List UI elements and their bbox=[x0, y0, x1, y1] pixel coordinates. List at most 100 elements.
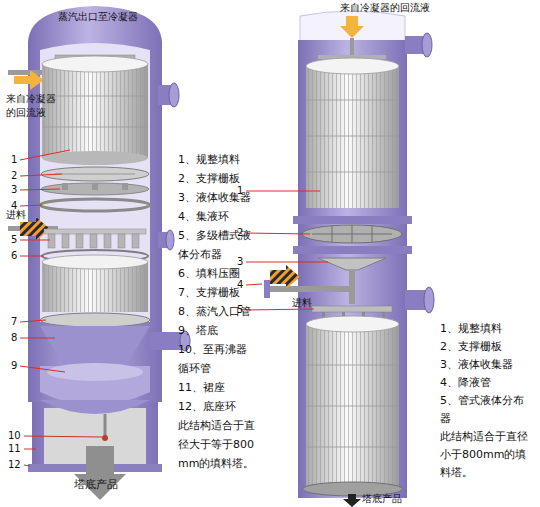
right-column bbox=[306, 406, 399, 407]
leader-line bbox=[246, 233, 310, 234]
left-column bbox=[104, 414, 107, 436]
left-column bbox=[42, 96, 148, 97]
left-column bbox=[122, 183, 128, 190]
leader-line bbox=[246, 262, 328, 263]
callout-number: 2 bbox=[11, 169, 17, 182]
legend-item: 3、液体收集器 bbox=[440, 356, 526, 374]
callout-number: 5 bbox=[11, 233, 17, 246]
left-column bbox=[42, 127, 148, 128]
left-column bbox=[55, 174, 135, 175]
inlet-label: 进料 bbox=[292, 296, 312, 309]
left-column bbox=[42, 262, 148, 312]
leader-line bbox=[20, 256, 44, 257]
right-column bbox=[422, 33, 432, 57]
right-column bbox=[306, 58, 399, 74]
left-column bbox=[74, 446, 126, 500]
right-column bbox=[306, 66, 399, 208]
left-column bbox=[40, 43, 150, 322]
left-column bbox=[40, 326, 150, 366]
left-column bbox=[40, 400, 150, 414]
leader-line bbox=[246, 191, 328, 310]
legend-item: 4、降液管 bbox=[440, 374, 526, 392]
inlet-label: 来自冷凝器的回流液 bbox=[340, 1, 430, 14]
callout-number: 9 bbox=[11, 359, 17, 372]
legend-item: 11、裙座 bbox=[178, 378, 254, 397]
left-column bbox=[28, 6, 162, 402]
left-column bbox=[90, 234, 97, 248]
callout-number: 1 bbox=[11, 153, 17, 166]
leader-line bbox=[246, 309, 314, 310]
callout-number: 11 bbox=[8, 442, 21, 455]
leader-line bbox=[20, 366, 65, 372]
leader-line bbox=[24, 465, 30, 466]
right-column bbox=[306, 66, 399, 208]
leader-line bbox=[20, 150, 70, 160]
note-text: 此结构适合于直径大于等于800mm的填料塔。 bbox=[178, 416, 260, 473]
right-column bbox=[306, 324, 399, 488]
right-column bbox=[293, 246, 412, 254]
callout-number: 4 bbox=[237, 278, 243, 291]
leader-line bbox=[20, 240, 50, 241]
callout-number: 1 bbox=[237, 184, 243, 197]
leader-line bbox=[20, 205, 42, 206]
leader-line bbox=[20, 174, 62, 176]
right-column bbox=[318, 258, 386, 270]
outlet-label: 蒸汽出口至冷凝器 bbox=[58, 10, 138, 23]
right-column bbox=[382, 312, 385, 318]
callout-number: 4 bbox=[11, 199, 17, 212]
outlet-label: 塔底产品 bbox=[362, 492, 402, 505]
left-column bbox=[42, 64, 148, 158]
left-column bbox=[44, 229, 146, 234]
left-column bbox=[62, 234, 69, 248]
outlet-label: 塔底产品 bbox=[74, 478, 118, 492]
right-column bbox=[268, 286, 352, 292]
callout-number: 6 bbox=[11, 249, 17, 262]
leader-line bbox=[24, 436, 102, 437]
callout-number: 3 bbox=[237, 255, 243, 268]
callout-number: 8 bbox=[11, 331, 17, 344]
left-column bbox=[92, 183, 98, 190]
callout-number: 12 bbox=[8, 458, 21, 471]
legend-item: 4、集液环 bbox=[178, 207, 254, 226]
callout-number: 7 bbox=[11, 315, 17, 328]
left-column bbox=[40, 199, 150, 211]
left-column bbox=[166, 230, 174, 250]
left-column bbox=[42, 262, 148, 312]
leader-line bbox=[246, 284, 262, 285]
left-column bbox=[48, 234, 55, 248]
right-column bbox=[312, 306, 392, 312]
left-column bbox=[42, 64, 148, 158]
left-column bbox=[104, 234, 111, 248]
right-column bbox=[306, 365, 399, 366]
legend-item: 2、支撑栅板 bbox=[440, 338, 526, 356]
left-column bbox=[62, 183, 68, 190]
left-column bbox=[42, 56, 148, 72]
left-column bbox=[118, 234, 125, 248]
right-column bbox=[306, 100, 399, 101]
leader-line bbox=[20, 338, 55, 339]
right-column bbox=[293, 216, 412, 224]
legend-item: 5、管式液体分布器 bbox=[440, 392, 526, 428]
legend-item: 12、底座环 bbox=[178, 397, 254, 416]
legend-item: 1、规整填料 bbox=[178, 150, 254, 169]
right-column bbox=[306, 324, 399, 488]
callout-number: 10 bbox=[8, 429, 21, 442]
right-column bbox=[306, 136, 399, 137]
leader-line bbox=[20, 320, 46, 322]
legend-item: 10、至再沸器循环管 bbox=[178, 340, 254, 378]
right-column bbox=[332, 226, 333, 242]
right-column bbox=[322, 312, 325, 318]
right-column bbox=[298, 40, 407, 498]
left-column bbox=[169, 83, 179, 107]
callout-number: 5 bbox=[237, 303, 243, 316]
left-column bbox=[8, 6, 190, 500]
right-column bbox=[343, 494, 361, 507]
leader-line bbox=[20, 189, 60, 190]
right-column bbox=[270, 265, 300, 289]
left-column bbox=[102, 435, 108, 441]
legend-item: 1、规整填料 bbox=[440, 320, 526, 338]
leader-line bbox=[246, 191, 320, 192]
inlet-label: 来自冷凝器的回流液 bbox=[6, 92, 62, 120]
right-column bbox=[306, 447, 399, 448]
